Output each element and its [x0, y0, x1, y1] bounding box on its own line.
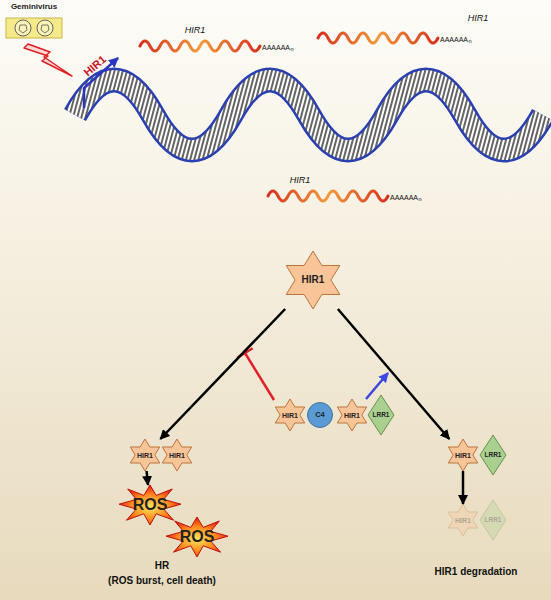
outcome-label: HIR1 degradation — [435, 567, 518, 577]
capsid-facet — [19, 25, 27, 33]
star-polygon — [448, 504, 477, 536]
capsid-facet — [41, 25, 49, 33]
node-text: C4 — [315, 411, 325, 419]
protein-diamond: LRR1 — [480, 435, 506, 475]
protein-circle: C4 — [307, 402, 333, 428]
mrna-strand — [318, 33, 438, 43]
outcome-label: (ROS burst, cell death) — [108, 576, 216, 586]
pathway-arrow — [160, 309, 285, 439]
capsid-sphere — [15, 20, 31, 36]
virus-icon: Geminivirus — [3, 3, 65, 41]
node-text: LRR1 — [485, 517, 502, 524]
node-text: HIR1 — [344, 412, 360, 419]
outcome-label: HR — [155, 561, 169, 571]
node-text: LRR1 — [485, 452, 502, 459]
subscript: n — [291, 47, 294, 53]
node-text: HIR1 — [455, 452, 471, 459]
protein-star: HIR1 — [160, 439, 194, 471]
burst-polygon — [119, 485, 181, 525]
subscript: n — [469, 39, 472, 45]
diamond-polygon — [480, 500, 506, 540]
ros-burst: ROS — [166, 517, 228, 557]
node-text: LRR1 — [373, 412, 390, 419]
dna-helix-fill — [75, 80, 543, 150]
node-text: ROS — [133, 497, 168, 513]
node-text: ROS — [180, 529, 215, 545]
protein-star: HIR1 — [273, 399, 307, 431]
promotion-arrow — [366, 373, 388, 399]
mrna-strand — [268, 191, 388, 201]
pathway-arrow — [147, 471, 148, 485]
gene-label: HIR1 — [82, 54, 108, 79]
degraded-star: HIR1 — [446, 504, 480, 536]
polya-tail: AAAAAA — [440, 36, 468, 43]
protein-star: HIR1 — [446, 439, 480, 471]
diamond-polygon — [480, 435, 506, 475]
gene-label: HIR1 — [185, 26, 206, 35]
star-polygon — [275, 399, 304, 431]
node-text: HIR1 — [302, 275, 325, 285]
subscript: n — [419, 197, 422, 203]
gene-label: HIR1 — [290, 176, 311, 185]
star-polygon — [337, 399, 366, 431]
protein-diamond: LRR1 — [368, 395, 394, 435]
star-polygon — [162, 439, 191, 471]
protein-star: HIR1 — [335, 399, 369, 431]
degraded-diamond: LRR1 — [480, 500, 506, 540]
star-polygon — [286, 251, 340, 309]
dna-helix-outline — [75, 80, 543, 150]
gene-label: HIR1 — [468, 14, 489, 23]
capsid-sphere — [37, 20, 53, 36]
protein-star: HIR1 — [128, 439, 162, 471]
circle-fill — [308, 403, 333, 428]
pathway-arrow — [462, 471, 465, 504]
virus-box — [6, 18, 62, 38]
node-text: HIR1 — [169, 452, 185, 459]
node-text: HIR1 — [455, 517, 471, 524]
polya-tail: AAAAAA — [390, 194, 418, 201]
burst-polygon — [166, 517, 228, 557]
lightning-bolt — [24, 44, 72, 76]
inhibition-line — [245, 353, 274, 400]
node-text: HIR1 — [282, 412, 298, 419]
diamond-polygon — [368, 395, 394, 435]
pathway-arrow — [338, 309, 449, 439]
star-polygon — [448, 439, 477, 471]
polya-tail: AAAAAA — [262, 44, 290, 51]
mrna-strand — [140, 41, 260, 51]
ros-burst: ROS — [119, 485, 181, 525]
node-text: Geminivirus — [11, 3, 57, 11]
protein-star: HIR1 — [282, 251, 344, 309]
node-text: HIR1 — [137, 452, 153, 459]
star-polygon — [130, 439, 159, 471]
